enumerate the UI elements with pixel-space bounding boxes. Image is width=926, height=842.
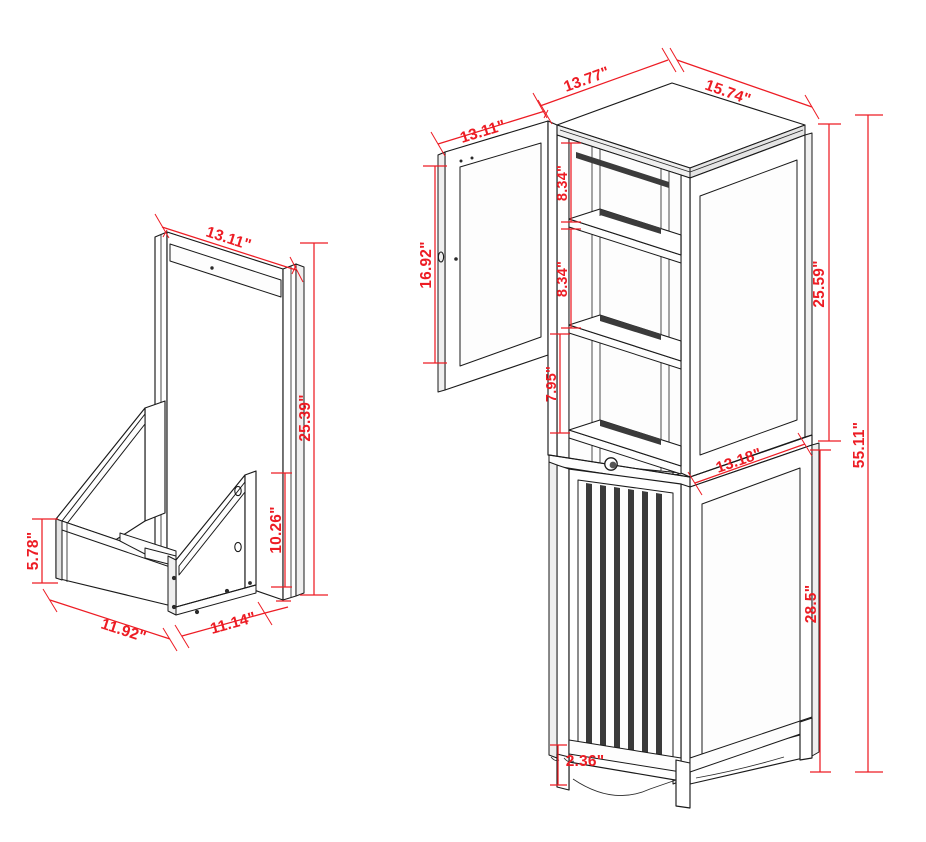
- upper-door-hinge-hole-top-2: [470, 156, 474, 160]
- right-side-panel-edge: [244, 470, 257, 589]
- lower-front-right-post: [680, 483, 691, 785]
- dim-7-95-label: 7.95": [544, 366, 560, 402]
- lower-front-left-post-edge: [548, 461, 558, 759]
- screw-dot: [194, 609, 200, 615]
- dim-11-92-label: 11.92": [99, 616, 148, 647]
- lower-top-side-line: [689, 434, 813, 478]
- dim-25-59-label: 25.59": [811, 260, 828, 307]
- dim-8-34-upper-label: 8.34": [555, 165, 571, 201]
- front-right-post: [680, 174, 691, 478]
- shelf-2-rear-shadow: [600, 315, 661, 340]
- base-arch-curve-side: [695, 756, 785, 779]
- dim-10-26-label: 10.26": [268, 506, 285, 553]
- upper-door-inset-panel: [459, 142, 542, 367]
- dim-8-34-middle-label: 8.34": [555, 261, 571, 297]
- upper-door-hinge-hole-top: [459, 159, 463, 163]
- screw-dot: [171, 604, 177, 610]
- upper-door-outer-edge: [437, 151, 446, 393]
- rear-right-leg: [799, 717, 813, 761]
- screw-dot: [224, 588, 230, 594]
- top-panel-edge-crease: [559, 129, 691, 173]
- lower-door-knob-center: [609, 461, 617, 469]
- back-panel-top-rail: [169, 243, 282, 298]
- dim-55-11-label: 55.11": [851, 422, 868, 468]
- dim-2-36-label: 2.36": [566, 753, 605, 770]
- shelf-3-top: [568, 419, 682, 467]
- base-arch-curve-front: [572, 778, 677, 796]
- dim-5-78-label: 5.78": [25, 532, 42, 571]
- back-panel-right-stile-edge: [295, 263, 305, 597]
- right-side-upper-inset: [699, 159, 798, 456]
- front-center-leg: [675, 759, 691, 809]
- dowel-hole-lower: [234, 541, 242, 553]
- front-rail-left-edge: [55, 518, 63, 581]
- shelf-3-rear-shadow: [600, 420, 661, 445]
- screw-dot: [248, 581, 252, 585]
- upper-door-hole: [454, 257, 458, 261]
- top-rear-shadow: [576, 152, 669, 188]
- dim-11-14-label: 11.14": [209, 609, 258, 638]
- top-panel-edge-crease-2: [689, 129, 804, 173]
- lower-front-left-post: [556, 464, 570, 763]
- upper-door-knob: [437, 251, 445, 263]
- screw-dot: [171, 575, 177, 581]
- shelf-1-top: [568, 208, 682, 256]
- shelf-2-top: [568, 314, 682, 362]
- back-panel-hole: [210, 266, 214, 270]
- lower-rear-leg: [811, 442, 820, 757]
- right-side-panel-top-edge: [178, 481, 246, 576]
- left-view-geometry: [55, 231, 305, 616]
- dim-28-5-label: 28.5": [803, 585, 820, 624]
- front-corner-post: [167, 555, 177, 616]
- lower-right-side-inset: [701, 467, 801, 762]
- lower-top-front-line: [548, 454, 691, 478]
- dim-25-39-label: 25.39": [297, 394, 314, 441]
- open-section-interior: [568, 138, 682, 474]
- dim-16-92-label: 16.92": [418, 241, 435, 288]
- right-view-geometry: [437, 82, 820, 809]
- lower-door-slats: [586, 483, 662, 761]
- left-foot-curve-2: [563, 757, 575, 763]
- dowel-hole-upper: [234, 485, 242, 497]
- front-left-leg: [556, 753, 570, 791]
- dim-13-77-label: 13.77": [562, 64, 612, 96]
- box-bottom-line: [175, 584, 257, 608]
- shelf-1-rear-shadow: [600, 209, 661, 234]
- left-wing-edge: [144, 400, 166, 522]
